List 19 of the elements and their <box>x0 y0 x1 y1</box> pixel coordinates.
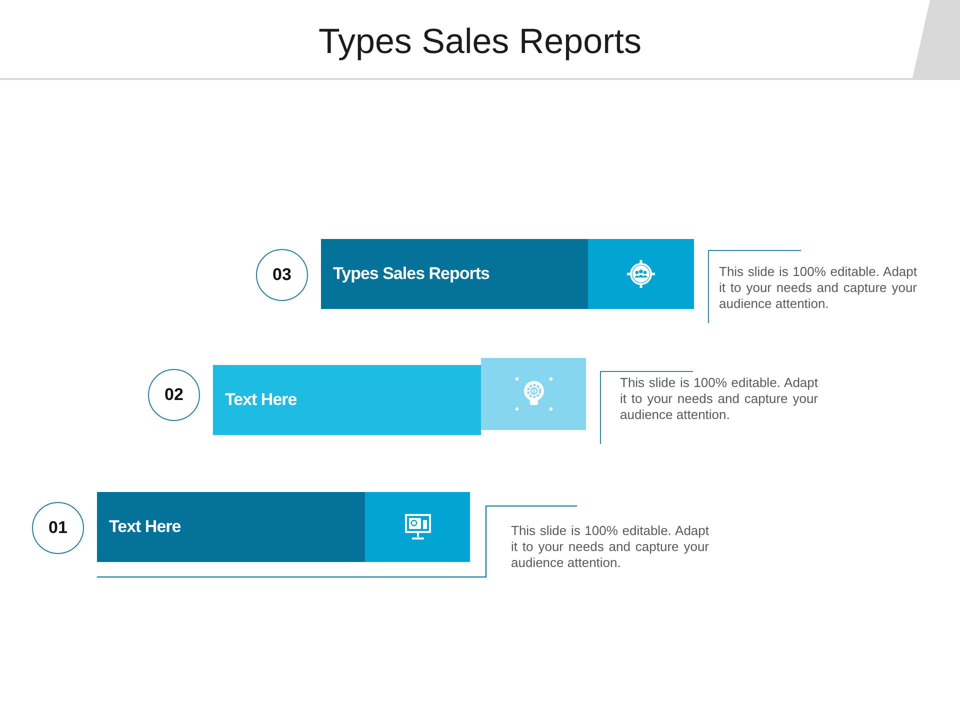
number-circle <box>256 249 308 301</box>
text-bar <box>321 239 588 309</box>
step-number: 01 <box>48 518 68 538</box>
text-bar <box>213 365 481 435</box>
description-text: This slide is 100% editable. Adapt it to your needs and capture your audience attention. <box>719 264 917 312</box>
icon-tile <box>365 492 470 562</box>
number-circle <box>32 502 84 554</box>
bar-title: Text Here <box>225 390 297 410</box>
icon-tile <box>588 239 694 309</box>
number-circle <box>148 369 200 421</box>
step-number: 02 <box>164 385 184 405</box>
bar-title: Text Here <box>109 517 181 537</box>
icon-tile <box>481 358 586 430</box>
slide-title: Types Sales Reports <box>318 21 642 63</box>
description-text: This slide is 100% editable. Adapt it to your needs and capture your audience attention. <box>620 375 818 423</box>
description-text: This slide is 100% editable. Adapt it to your needs and capture your audience attention. <box>511 523 709 571</box>
text-bar <box>97 492 365 562</box>
step-number: 03 <box>272 265 292 285</box>
bar-title: Types Sales Reports <box>333 264 490 284</box>
